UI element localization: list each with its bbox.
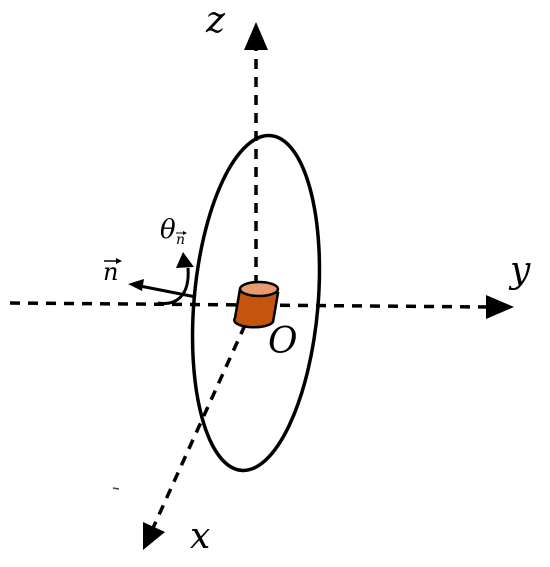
y-axis-label: y <box>508 250 531 291</box>
normal-vector-arrowhead <box>128 279 144 291</box>
angle-arc <box>157 267 190 306</box>
normal-vector <box>139 284 197 299</box>
vector-over-arrowhead <box>116 258 122 264</box>
angle-label: θ <box>160 215 176 245</box>
z-axis-arrowhead <box>244 22 268 50</box>
stray-mark <box>112 487 120 490</box>
x-axis-label: x <box>190 516 210 557</box>
angle-arc-arrowhead <box>176 252 194 268</box>
x-axis-arrowhead <box>143 522 165 550</box>
cylinder-object <box>233 280 280 329</box>
y-axis-arrowhead <box>486 295 514 319</box>
subscript-over-arrowhead <box>183 231 187 235</box>
cylinder-body <box>233 287 280 329</box>
origin-label: O <box>268 321 298 362</box>
normal-vector-label: n <box>103 258 118 286</box>
cylinder-top <box>238 280 280 298</box>
z-axis-label: z <box>205 0 226 41</box>
x-axis <box>151 324 247 529</box>
angle-label-subscript: n <box>176 232 185 248</box>
